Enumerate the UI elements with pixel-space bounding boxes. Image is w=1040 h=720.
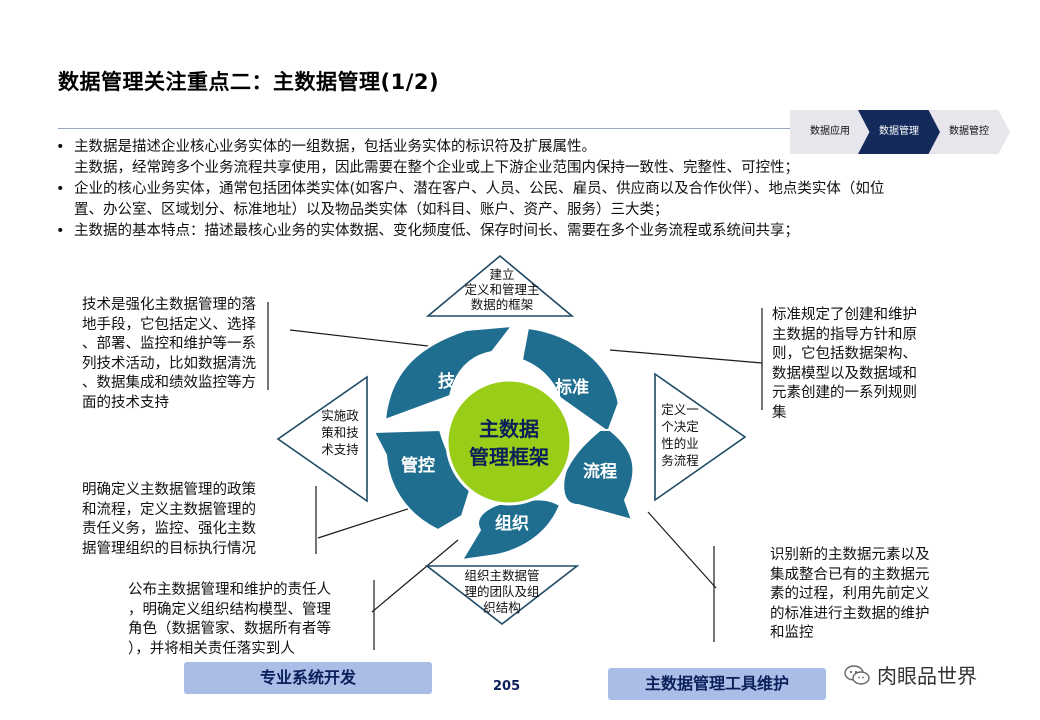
annotation-line: ），并将相关责任落实到人 [128, 640, 295, 657]
annotation-line: 和流程，定义主数据管理的 [82, 501, 256, 518]
annotation-line: 则，它包括数据架构、 [772, 346, 917, 362]
segment-label-standard: 标准 [555, 377, 589, 398]
annotation-line: 、数据集成和绩效监控等方 [82, 375, 256, 391]
center-circle [445, 378, 573, 506]
segment-label-control: 管控 [401, 455, 435, 476]
annotation-line: 技术是强化主数据管理的落 [82, 297, 256, 313]
annotation-line: ，明确定义组织结构模型、管理 [128, 601, 331, 618]
segment-process [562, 429, 635, 522]
nav-tab-data-application[interactable]: 数据应用 [790, 110, 870, 154]
annotation-control: 明确定义主数据管理的政策 和流程，定义主数据管理的 责任义务，监控、强化主数 据… [82, 481, 256, 559]
annotation-line: 明确定义主数据管理的政策 [82, 482, 256, 498]
annotation-organization: 公布主数据管理和维护的责任人 ，明确定义组织结构模型、管理 角色（数据管家、数据… [128, 581, 331, 659]
annotation-line: 数据模型以及数据域和 [772, 365, 917, 382]
nav-tab-data-management[interactable]: 数据管理 [858, 110, 940, 154]
triangle-left-line: 策和技 [321, 425, 359, 440]
triangle-top-line: 建立 [489, 267, 514, 282]
center-label-line: 主数据 [479, 417, 539, 441]
triangle-right [654, 372, 747, 502]
segment-label-process: 流程 [583, 461, 617, 482]
bullet-line: 主数据的基本特点：描述最核心业务的实体数据、变化频度低、保存时间长、需要在多个业… [74, 223, 799, 239]
annotation-line: 据管理组织的目标执行情况 [82, 540, 256, 557]
bullet-marker: • [56, 181, 65, 197]
triangle-right-line: 个决定 [661, 419, 699, 434]
triangle-left-line: 实施政 [321, 408, 359, 423]
annotation-technology: 技术是强化主数据管理的落 地手段，它包括定义、选择 、部署、监控和维护等一系 列… [82, 296, 256, 413]
annotation-line: 列技术活动，比如数据清洗 [82, 355, 256, 372]
annotation-line: 主数据的指导方针和原 [772, 326, 917, 343]
annotation-line: 和监控 [770, 625, 814, 641]
bullet-list: • 主数据是描述企业核心业务实体的一组数据，包括业务实体的标识符及扩展属性。 主… [56, 137, 986, 242]
triangle-bottom-line: 组织主数据管 [464, 568, 539, 583]
segment-label-technology: 技术 [438, 371, 472, 392]
bullet-item: • 主数据是描述企业核心业务实体的一组数据，包括业务实体的标识符及扩展属性。 主… [56, 137, 986, 179]
section-nav: 数据应用 数据管理 数据管控 [790, 110, 1012, 154]
segment-technology [383, 324, 515, 422]
annotation-line: 集 [772, 404, 787, 421]
triangle-right-line: 性的业 [661, 436, 699, 451]
page-number: 205 [493, 679, 521, 694]
annotation-line: 面的技术支持 [82, 394, 169, 411]
bullet-marker: • [56, 139, 65, 155]
bullet-line: 企业的核心业务实体，通常包括团体类实体(如客户、潜在客户、人员、公民、雇员、供应… [74, 181, 885, 197]
annotation-line: 地手段，它包括定义、选择 [82, 316, 256, 333]
nav-tab-data-control[interactable]: 数据管控 [928, 110, 1010, 154]
connector-line [289, 329, 429, 347]
annotation-process: 识别新的主数据元素以及 集成整合已有的主数据元 素的过程，利用先前定义 的标准进… [770, 546, 930, 644]
triangle-right-line: 定义一 [661, 402, 699, 417]
annotation-line: 的标准进行主数据的维护 [770, 605, 930, 622]
triangle-top-line: 数据的框架 [471, 297, 534, 312]
connector-line [371, 539, 459, 613]
triangle-bottom-line: 理的团队及组 [464, 584, 539, 599]
connector-line [647, 511, 717, 589]
annotation-line: 集成整合已有的主数据元 [770, 566, 930, 583]
page-title: 数据管理关注重点二：主数据管理(1/2) [58, 70, 440, 94]
annotation-line: 元素创建的一系列规则 [772, 385, 917, 401]
bullet-line: 置、办公室、区域划分、标准地址）以及物品类实体（如科目、账户、资产、服务）三大类… [74, 202, 669, 218]
triangle-bottom-line: 织结构 [483, 600, 521, 615]
center-label-line: 管理框架 [469, 445, 549, 469]
bullet-item: • 主数据的基本特点：描述最核心业务的实体数据、变化频度低、保存时间长、需要在多… [56, 221, 986, 242]
connector-line [609, 349, 763, 364]
connector-line [317, 504, 421, 539]
bullet-item: • 企业的核心业务实体，通常包括团体类实体(如客户、潜在客户、人员、公民、雇员、… [56, 179, 986, 221]
wechat-icon [844, 664, 870, 685]
triangle-bottom [424, 565, 580, 626]
segment-label-organization: 组织 [495, 513, 529, 534]
annotation-line: 识别新的主数据元素以及 [770, 547, 930, 563]
mdm-tool-maintenance-pill[interactable]: 主数据管理工具维护 [608, 668, 826, 700]
annotation-line: 责任义务，监控、强化主数 [82, 521, 256, 537]
triangle-top-line: 定义和管理主 [464, 282, 539, 297]
segment-standard [520, 326, 629, 434]
annotation-standard: 标准规定了创建和维护 主数据的指导方针和原 则，它包括数据架构、 数据模型以及数… [772, 306, 917, 423]
annotation-line: 素的过程，利用先前定义 [770, 586, 930, 602]
triangle-top [425, 254, 575, 317]
bullet-line: 主数据，经常跨多个业务流程共享使用，因此需要在整个企业或上下游企业范围内保持一致… [74, 160, 799, 176]
triangle-left-line: 术支持 [321, 442, 359, 457]
annotation-line: 标准规定了创建和维护 [772, 307, 917, 323]
professional-system-development-pill[interactable]: 专业系统开发 [184, 662, 432, 694]
bullet-marker: • [56, 223, 65, 239]
watermark-text: 肉眼品世界 [877, 664, 977, 688]
annotation-line: 、部署、监控和维护等一系 [82, 336, 256, 352]
triangle-right-line: 务流程 [661, 453, 699, 468]
annotation-line: 角色（数据管家、数据所有者等 [128, 621, 331, 637]
annotation-line: 公布主数据管理和维护的责任人 [128, 582, 331, 598]
title-divider [58, 128, 800, 129]
bullet-line: 主数据是描述企业核心业务实体的一组数据，包括业务实体的标识符及扩展属性。 [74, 139, 596, 155]
triangle-left [276, 375, 368, 503]
watermark: 肉眼品世界 [843, 660, 977, 689]
